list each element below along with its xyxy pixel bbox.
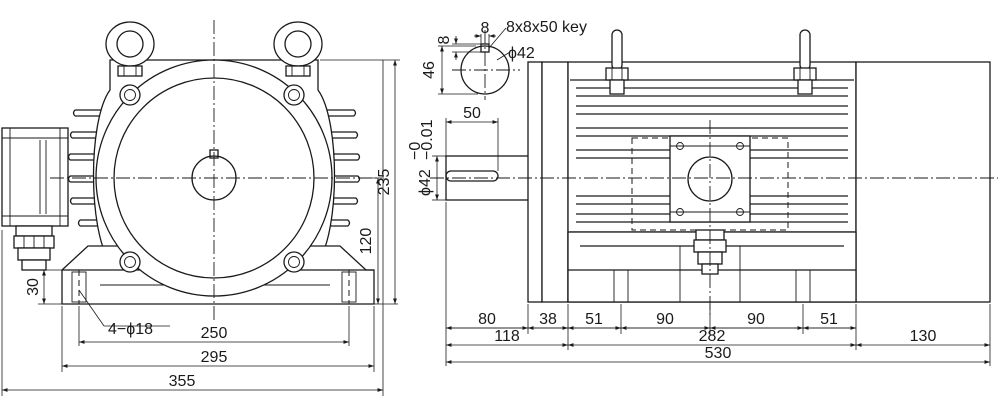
dim-shaft-diameter: ϕ42	[417, 169, 434, 196]
section-height: 46	[421, 61, 438, 79]
key-width: 8	[481, 20, 490, 37]
cable-gland-front	[13, 225, 55, 271]
front-flange-side	[527, 61, 543, 303]
dim-base-height: 30	[25, 278, 42, 296]
dim-total-width: 355	[169, 373, 196, 390]
dim-shaft-tol-lower: −0.01	[419, 119, 436, 160]
front-dimensions: 250 295 355 4−ϕ18 30 120 235	[1, 59, 400, 396]
fan-cover-side	[855, 61, 991, 303]
dim-shaft-height: 120	[358, 228, 375, 255]
front-view	[1, 20, 380, 320]
flange-bolts	[119, 84, 305, 273]
dim-80: 80	[478, 311, 496, 328]
dim-282: 282	[699, 328, 726, 345]
lifting-eye-side-left	[605, 29, 629, 95]
terminal-box	[1, 127, 69, 227]
end-shield-side	[541, 61, 569, 303]
dim-bolt-spacing: 250	[201, 325, 228, 342]
shaft-section: 8 8 8x8x50 key ϕ42 46	[421, 19, 587, 100]
side-dimensions: 50 ϕ42 −0 −0.01 80 38 51 90 90 51 118	[407, 105, 991, 366]
key-depth: 8	[436, 35, 453, 44]
shaft-diameter-label: ϕ42	[508, 45, 535, 62]
side-view	[430, 29, 998, 316]
lifting-eye-side-right	[793, 29, 817, 95]
dim-shaft-tol-upper: −0	[407, 142, 424, 160]
dim-total-height: 235	[376, 169, 393, 196]
dim-bolt-holes: 4−ϕ18	[108, 321, 153, 338]
dim-130: 130	[910, 328, 937, 345]
dim-90-left: 90	[656, 311, 674, 328]
dim-51-left: 51	[585, 311, 603, 328]
dim-90-right: 90	[747, 311, 765, 328]
shaft-keyway	[445, 170, 499, 182]
bolt-hole-leader	[78, 289, 105, 327]
lifting-eye-left	[105, 21, 155, 77]
dim-118: 118	[494, 328, 520, 345]
key-spec-label: 8x8x50 key	[506, 19, 587, 36]
lifting-eye-right	[273, 21, 323, 77]
dim-key-length: 50	[463, 105, 481, 122]
dim-530: 530	[705, 345, 732, 362]
dim-base-width: 295	[201, 349, 228, 366]
dim-38: 38	[539, 311, 557, 328]
dim-51-right: 51	[820, 311, 838, 328]
